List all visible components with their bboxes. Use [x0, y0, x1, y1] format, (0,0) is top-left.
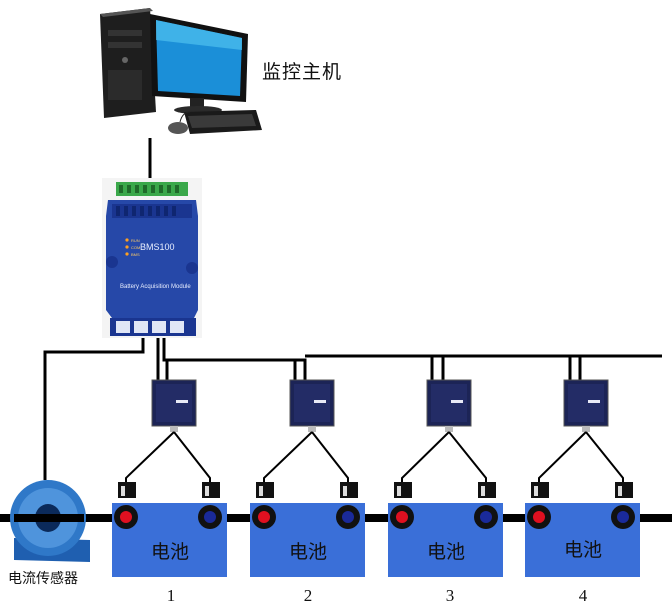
- clamp-negative-4-jaw: [618, 486, 622, 496]
- module-subtitle-label: Battery Acquisition Module: [120, 284, 191, 290]
- communication-bus: [43, 338, 662, 480]
- clamp-positive-3-jaw: [397, 486, 401, 496]
- terminal-positive-1-core: [120, 511, 132, 523]
- terminal-negative-1-core: [204, 511, 216, 523]
- clamp-positive-2-jaw: [259, 486, 263, 496]
- lead-positive-4: [538, 431, 587, 488]
- battery-3-number: 3: [445, 586, 455, 605]
- sampler-3-indicator: [451, 400, 463, 403]
- terminal-negative-3-core: [480, 511, 492, 523]
- terminal-negative-4-core: [617, 511, 629, 523]
- terminal-positive-3-core: [396, 511, 408, 523]
- battery-1-number: 1: [166, 586, 176, 605]
- sampler-1-connector: [170, 426, 178, 432]
- led-label-run: RUN: [131, 238, 140, 243]
- led-label-com: COM: [131, 245, 141, 250]
- led-label-bms: BMS: [131, 252, 140, 257]
- current-sensor-label: 电流传感器: [8, 571, 78, 587]
- clamp-negative-2: [340, 482, 358, 498]
- clamp-negative-4: [615, 482, 633, 498]
- lead-negative-3: [448, 431, 487, 488]
- monitoring-host-label: 监控主机: [262, 61, 343, 83]
- sampler-2-indicator: [314, 400, 326, 403]
- battery-2-label: 电池: [288, 541, 327, 563]
- sampler-4-indicator: [588, 400, 600, 403]
- battery-4-number: 4: [578, 586, 588, 605]
- lead-negative-2: [311, 431, 349, 488]
- clamp-positive-4: [531, 482, 549, 498]
- clamp-negative-3-jaw: [481, 486, 485, 496]
- clamp-negative-3: [478, 482, 496, 498]
- clamp-positive-4-jaw: [534, 486, 538, 496]
- clamp-positive-1: [118, 482, 136, 498]
- clamp-positive-1-jaw: [121, 486, 125, 496]
- battery-4-label: 电池: [563, 539, 602, 561]
- clamp-positive-2: [256, 482, 274, 498]
- clamp-negative-2-jaw: [343, 486, 347, 496]
- battery-1-label: 电池: [150, 541, 189, 563]
- lead-positive-3: [401, 431, 450, 488]
- module-name-label: BMS100: [140, 242, 175, 252]
- lead-positive-1: [125, 431, 175, 488]
- terminal-positive-4-core: [533, 511, 545, 523]
- lead-negative-4: [585, 431, 624, 488]
- sampler-4-connector: [582, 426, 590, 432]
- battery-3-label: 电池: [426, 541, 465, 563]
- monitoring-host-computer: [100, 8, 262, 134]
- clamp-positive-3: [394, 482, 412, 498]
- terminal-negative-2-core: [342, 511, 354, 523]
- clamp-negative-1: [202, 482, 220, 498]
- current-sensor: [10, 480, 90, 562]
- battery-2-number: 2: [303, 586, 313, 605]
- sampler-1-indicator: [176, 400, 188, 403]
- bms100-module: [102, 178, 202, 338]
- clamp-negative-1-jaw: [205, 486, 209, 496]
- terminal-positive-2-core: [258, 511, 270, 523]
- lead-positive-2: [263, 431, 313, 488]
- sampler-2-connector: [308, 426, 316, 432]
- sampler-3-connector: [445, 426, 453, 432]
- lead-negative-1: [173, 431, 211, 488]
